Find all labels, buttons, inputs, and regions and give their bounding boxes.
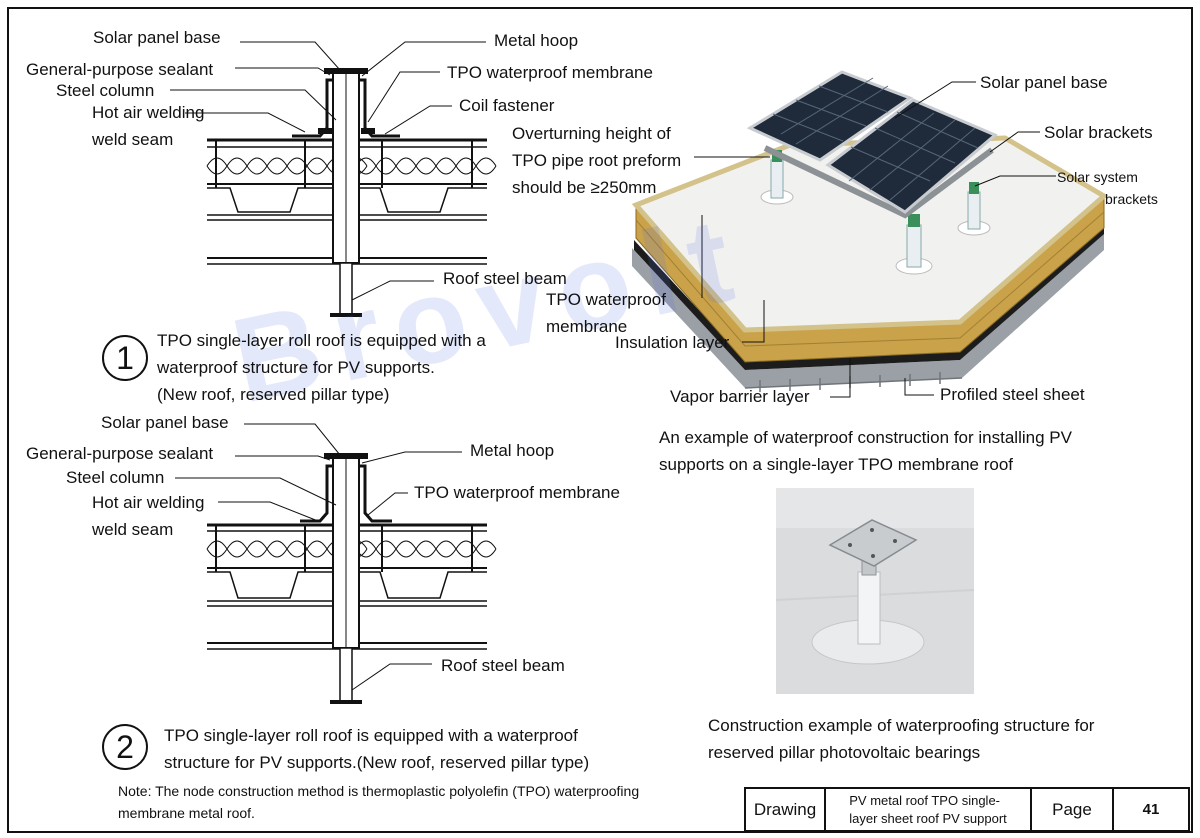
caption-line: reserved pillar photovoltaic bearings xyxy=(708,743,981,762)
detail-1-section-drawing xyxy=(170,41,497,317)
title-block-drawing-label: Drawing xyxy=(746,789,826,830)
label-tpo-iso-line2: membrane xyxy=(546,317,628,336)
label-overturning-height: Overturning height of TPO pipe root pref… xyxy=(512,120,681,201)
isometric-caption: An example of waterproof construction fo… xyxy=(659,424,1072,478)
label-insulation-layer: Insulation layer xyxy=(615,333,730,352)
detail-2-section-drawing xyxy=(175,423,497,704)
label-solar-panel-base-iso: Solar panel base xyxy=(980,73,1108,92)
label-coil-fastener-1: Coil fastener xyxy=(459,96,555,115)
title-name-line: layer sheet roof PV support xyxy=(849,810,1007,826)
label-solar-brackets: Solar brackets xyxy=(1044,123,1153,142)
detail-2-caption: TPO single-layer roll roof is equipped w… xyxy=(164,722,589,776)
label-system-brackets-line2: brackets xyxy=(1105,191,1158,207)
title-block-page-label: Page xyxy=(1032,789,1114,830)
label-steel-column-2: Steel column xyxy=(66,468,165,487)
label-tpo-membrane-1: TPO waterproof membrane xyxy=(447,63,653,82)
label-metal-hoop-1: Metal hoop xyxy=(494,31,579,50)
caption-line: structure for PV supports.(New roof, res… xyxy=(164,753,590,772)
caption-line: An example of waterproof construction fo… xyxy=(659,428,1072,447)
label-weld-seam-2: weld seam xyxy=(92,520,174,539)
caption-line: TPO single-layer roll roof is equipped w… xyxy=(157,331,486,350)
detail-number-1: 1 xyxy=(102,335,148,381)
caption-line: supports on a single-layer TPO membrane … xyxy=(659,455,1014,474)
isometric-roof-illustration xyxy=(631,70,1109,398)
caption-line: TPO single-layer roll roof is equipped w… xyxy=(164,726,578,745)
label-profiled-steel: Profiled steel sheet xyxy=(940,385,1085,404)
label-weld-seam-1: weld seam xyxy=(92,130,174,149)
label-hot-air-welding-2: Hot air welding xyxy=(92,493,205,512)
label-vapor-barrier: Vapor barrier layer xyxy=(670,387,810,406)
label-tpo-iso-line1: TPO waterproof xyxy=(546,290,666,309)
pillar-bearing-photo xyxy=(775,488,975,694)
title-block: Drawing PV metal roof TPO single-layer s… xyxy=(744,787,1190,832)
caption-line: Construction example of waterproofing st… xyxy=(708,716,1095,735)
label-solar-panel-base-2: Solar panel base xyxy=(101,413,229,432)
construction-note: Note: The node construction method is th… xyxy=(118,780,728,824)
caption-line: (New roof, reserved pillar type) xyxy=(157,385,390,404)
title-block-page-number: 41 xyxy=(1142,801,1160,818)
caption-line: waterproof structure for PV supports. xyxy=(157,358,435,377)
detail-1-caption: TPO single-layer roll roof is equipped w… xyxy=(157,327,486,408)
label-sealant-2: General-purpose sealant xyxy=(26,444,214,463)
label-tpo-membrane-2: TPO waterproof membrane xyxy=(414,483,620,502)
caption-line: Overturning height of xyxy=(512,124,671,143)
caption-line: TPO pipe root preform xyxy=(512,151,682,170)
label-roof-beam-2: Roof steel beam xyxy=(441,656,565,675)
note-line: membrane metal roof. xyxy=(118,805,255,821)
photo-caption: Construction example of waterproofing st… xyxy=(708,712,1094,766)
caption-line: should be ≥250mm xyxy=(512,178,657,197)
label-system-brackets-line1: Solar system xyxy=(1057,169,1138,185)
label-roof-beam-1: Roof steel beam xyxy=(443,269,567,288)
detail-number-2: 2 xyxy=(102,724,148,770)
label-solar-panel-base-1: Solar panel base xyxy=(93,28,221,47)
label-hot-air-welding-1: Hot air welding xyxy=(92,103,205,122)
label-sealant-1: General-purpose sealant xyxy=(26,60,214,79)
label-steel-column-1: Steel column xyxy=(56,81,155,100)
note-line: Note: The node construction method is th… xyxy=(118,783,640,799)
title-block-drawing-name: PV metal roof TPO single-layer sheet roo… xyxy=(826,789,1032,830)
title-name-line: PV metal roof TPO single- xyxy=(849,792,1000,808)
label-metal-hoop-2: Metal hoop xyxy=(470,441,555,460)
